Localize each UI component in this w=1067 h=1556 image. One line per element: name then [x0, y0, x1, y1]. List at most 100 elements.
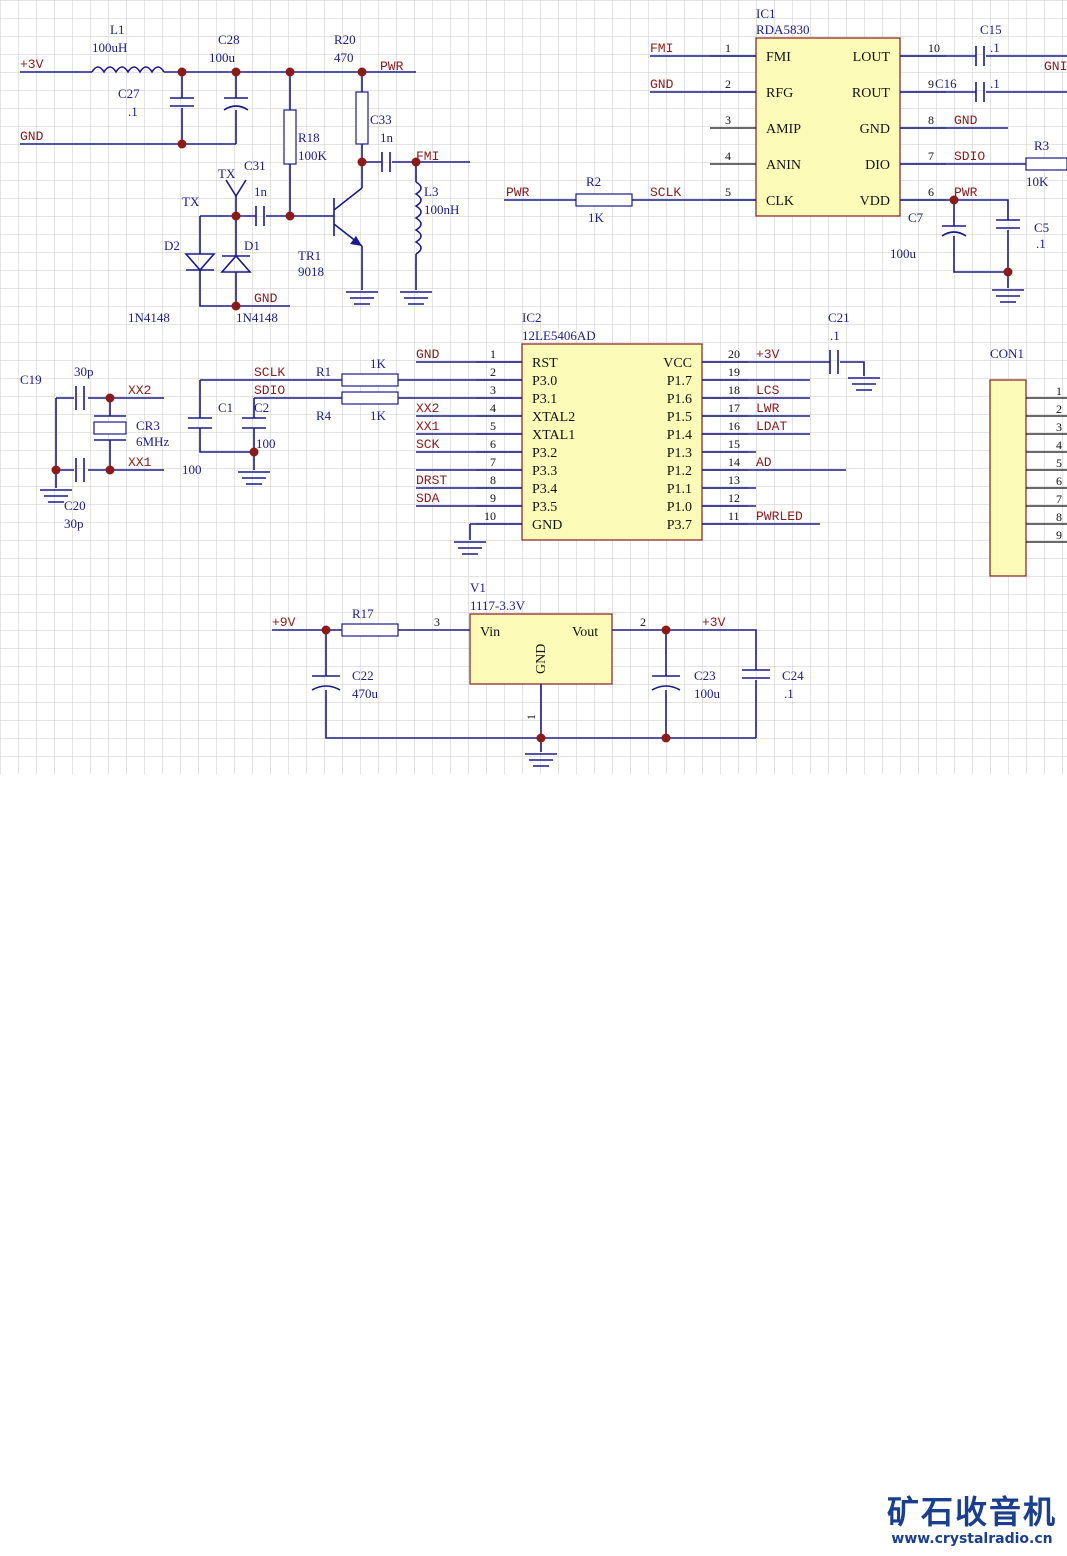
pin-name: P1.1: [667, 482, 692, 497]
pin-name: Vin: [480, 625, 500, 640]
value-label: .1: [784, 686, 794, 701]
value-label: 100: [182, 462, 202, 477]
pin-name: RFG: [766, 86, 793, 101]
pin-name: P3.0: [532, 374, 557, 389]
value-label: 9018: [298, 264, 324, 279]
pin-number: 7: [1056, 492, 1062, 506]
pin-name: P3.2: [532, 446, 557, 461]
value-label: 100nH: [424, 202, 459, 217]
pin-name: GND: [534, 644, 549, 674]
pin-number: 2: [490, 365, 496, 379]
pin-number: 10: [928, 41, 940, 55]
value-label: 1n: [254, 184, 268, 199]
net-label: GND: [954, 113, 978, 128]
net-label: XX2: [128, 383, 151, 398]
value-label: 30p: [64, 516, 84, 531]
pin-number: 2: [1056, 402, 1062, 416]
net-label: PWR: [380, 59, 404, 74]
net-label: SCK: [416, 437, 440, 452]
value-label: 1117-3.3V: [470, 598, 526, 613]
pin-number: 7: [490, 455, 496, 469]
net-label: +3V: [756, 347, 780, 362]
ref-label: C24: [782, 668, 804, 683]
pin-number: 1: [490, 347, 496, 361]
net-label: GNI: [1044, 59, 1067, 74]
pin-number: 3: [1056, 420, 1062, 434]
pin-name: VCC: [663, 356, 692, 371]
net-label: XX1: [416, 419, 440, 434]
watermark-logo: 矿石收音机 www.crystalradio.cn: [887, 1494, 1057, 1548]
pin-name: LOUT: [853, 50, 891, 65]
pin-number: 6: [490, 437, 496, 451]
pin-name: DIO: [865, 158, 890, 173]
ref-label: R2: [586, 174, 601, 189]
pin-number: 6: [928, 185, 934, 199]
ref-label: D2: [164, 238, 180, 253]
value-label: 100u: [890, 246, 917, 261]
pin-name: P1.5: [667, 410, 692, 425]
ref-label: R1: [316, 364, 331, 379]
pin-number: 12: [728, 491, 740, 505]
value-label: 100: [256, 436, 276, 451]
ref-label: R4: [316, 408, 332, 423]
pin-name: P1.7: [667, 374, 692, 389]
pin-name: GND: [532, 518, 562, 533]
pin-number: 5: [725, 185, 731, 199]
pin-number: 3: [434, 615, 440, 629]
pin-name: P1.4: [667, 428, 692, 443]
net-label: XX2: [416, 401, 439, 416]
ref-label: C15: [980, 22, 1002, 37]
pin-number: 8: [490, 473, 496, 487]
pin-number: 9: [928, 77, 934, 91]
pin-number: 17: [728, 401, 740, 415]
value-label: 12LE5406AD: [522, 328, 596, 343]
pin-number: 2: [640, 615, 646, 629]
net-label: FMI: [416, 149, 439, 164]
net-label: PWR: [506, 185, 530, 200]
pin-number: 8: [928, 113, 934, 127]
value-label: 470u: [352, 686, 379, 701]
ref-label: C21: [828, 310, 850, 325]
pin-number: 1: [1056, 384, 1062, 398]
ref-label: C5: [1034, 220, 1049, 235]
pin-number: 9: [1056, 528, 1062, 542]
net-label: SDIO: [254, 383, 285, 398]
net-label: +3V: [702, 615, 726, 630]
ref-label: C27: [118, 86, 140, 101]
pin-name: P3.5: [532, 500, 557, 515]
rf-section: +3V GND PWR FMI GND L1 100uH C28 100u R2…: [20, 22, 470, 325]
ref-label: C19: [20, 372, 42, 387]
ref-label: IC1: [756, 6, 776, 21]
value-label: 100K: [298, 148, 328, 163]
con1-body: [989, 379, 1027, 577]
ref-label: CON1: [990, 346, 1024, 361]
pin-number: 11: [728, 509, 740, 523]
net-label: AD: [756, 455, 772, 470]
pin-number: 3: [490, 383, 496, 397]
value-label: .1: [830, 328, 840, 343]
value-label: 1n: [380, 130, 394, 145]
regulator-section: V1 1117-3.3V Vin Vout GND 3 2 1 +9V +3V …: [272, 580, 804, 767]
net-label: LCS: [756, 383, 780, 398]
net-label: DRST: [416, 473, 447, 488]
ic2-body: [521, 343, 703, 541]
value-label: 1N4148: [236, 310, 278, 325]
ref-label: C22: [352, 668, 374, 683]
pin-name: XTAL2: [532, 410, 575, 425]
pin-number: 5: [490, 419, 496, 433]
pin-name: VDD: [860, 194, 890, 209]
ref-label: R18: [298, 130, 320, 145]
net-label: +3V: [20, 57, 44, 72]
net-label: GND: [20, 129, 44, 144]
net-label: SDA: [416, 491, 440, 506]
ref-label: R3: [1034, 138, 1049, 153]
value-label: 10K: [1026, 174, 1049, 189]
pin-name: P1.6: [667, 392, 692, 407]
net-label: +9V: [272, 615, 296, 630]
value-label: 470: [334, 50, 354, 65]
net-label: PWRLED: [756, 509, 803, 524]
watermark-title: 矿石收音机: [886, 1493, 1057, 1531]
pin-number: 1: [725, 41, 731, 55]
pin-number: 6: [1056, 474, 1062, 488]
value-label: RDA5830: [756, 22, 809, 37]
